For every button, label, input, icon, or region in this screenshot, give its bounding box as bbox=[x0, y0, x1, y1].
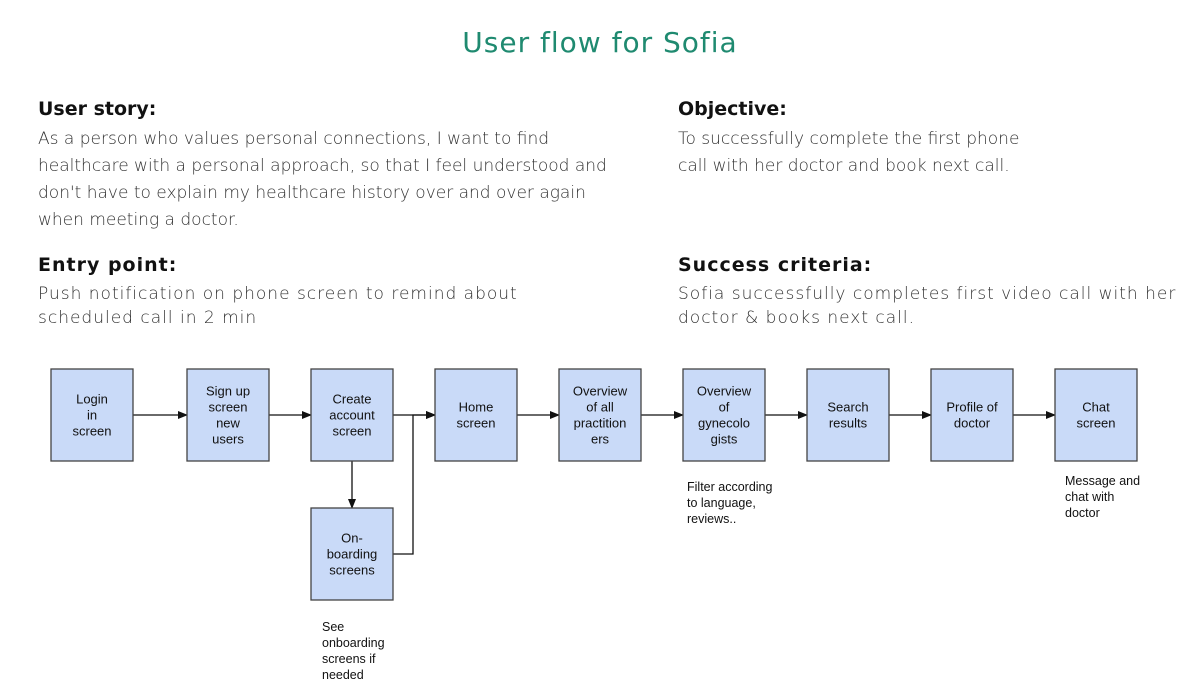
user-story-text: As a person who values personal connecti… bbox=[38, 126, 638, 234]
success-criteria-heading: Success criteria: bbox=[678, 254, 873, 276]
flow-node-label: Chat bbox=[1082, 400, 1110, 415]
flow-node-label: Login bbox=[76, 392, 108, 407]
flow-node-label: Overview bbox=[697, 384, 752, 399]
objective-section: Objective: To successfully complete the … bbox=[678, 98, 1048, 180]
flow-note-line: Filter according bbox=[687, 480, 772, 494]
entry-point-line: Push notification on phone screen to rem… bbox=[38, 284, 518, 304]
flow-node-label: new bbox=[216, 416, 240, 431]
flow-node-box bbox=[1054, 368, 1138, 462]
user-story-line: don't have to explain my healthcare hist… bbox=[38, 183, 586, 203]
flow-arrow-onboarding-to-home bbox=[393, 411, 436, 555]
user-story-heading: User story: bbox=[38, 98, 157, 120]
objective-line: To successfully complete the first phone bbox=[678, 129, 1020, 149]
flow-node-box bbox=[310, 507, 394, 601]
success-criteria-text: Sofia successfully completes first video… bbox=[678, 282, 1198, 330]
objective-heading: Objective: bbox=[678, 98, 787, 120]
flow-node-label: of bbox=[719, 400, 730, 415]
user-story-section: User story: As a person who values perso… bbox=[38, 98, 638, 234]
flow-node-label: gists bbox=[711, 432, 738, 447]
flow-node-label: On- bbox=[341, 531, 363, 546]
entry-point-heading: Entry point: bbox=[38, 254, 178, 276]
success-criteria-line: Sofia successfully completes first video… bbox=[678, 284, 1177, 304]
flow-node-label: Create bbox=[332, 392, 371, 407]
flow-note-line: onboarding bbox=[322, 636, 385, 650]
onboarding-note: See onboarding screens if needed bbox=[322, 620, 385, 682]
success-criteria-line: doctor & books next call. bbox=[678, 308, 916, 328]
entry-point-line: scheduled call in 2 min bbox=[38, 308, 258, 328]
flow-node-box bbox=[558, 368, 642, 462]
flow-note-line: chat with bbox=[1065, 490, 1114, 504]
page-title: User flow for Sofia bbox=[462, 26, 738, 59]
filter-note: Filter according to language, reviews.. bbox=[687, 480, 772, 526]
flow-node-box bbox=[930, 368, 1014, 462]
objective-text: To successfully complete the first phone… bbox=[678, 126, 1048, 180]
flow-note-line: needed bbox=[322, 668, 364, 682]
flow-note-line: See bbox=[322, 620, 344, 634]
flow-node-box bbox=[50, 368, 134, 462]
flow-node-label: account bbox=[329, 408, 375, 423]
flow-node-box bbox=[682, 368, 766, 462]
flow-node-label: screen bbox=[332, 424, 371, 439]
flow-note-line: Message and bbox=[1065, 474, 1140, 488]
flow-node-label: ers bbox=[591, 432, 610, 447]
flow-node-label: users bbox=[212, 432, 244, 447]
flow-note-line: reviews.. bbox=[687, 512, 736, 526]
user-story-line: when meeting a doctor. bbox=[38, 210, 239, 230]
flow-node-label: screen bbox=[1076, 416, 1115, 431]
flow-node-label: Profile of bbox=[946, 400, 998, 415]
flow-note-line: screens if bbox=[322, 652, 376, 666]
entry-point-text: Push notification on phone screen to rem… bbox=[38, 282, 558, 330]
flow-node-label: doctor bbox=[954, 416, 991, 431]
flow-node-label: of all bbox=[586, 400, 614, 415]
flow-node-label: boarding bbox=[327, 547, 378, 562]
chat-note: Message and chat with doctor bbox=[1065, 474, 1140, 520]
flow-node-label: screen bbox=[456, 416, 495, 431]
flow-node-label: Overview bbox=[573, 384, 628, 399]
flow-node-label: gynecolo bbox=[698, 416, 750, 431]
flow-node-label: screen bbox=[72, 424, 111, 439]
flow-node-label: practition bbox=[574, 416, 627, 431]
user-story-line: healthcare with a personal approach, so … bbox=[38, 156, 607, 176]
flow-node-box bbox=[806, 368, 890, 462]
flow-node-box bbox=[310, 368, 394, 462]
entry-point-section: Entry point: Push notification on phone … bbox=[38, 254, 558, 330]
flow-node-label: Home bbox=[459, 400, 494, 415]
flow-note-line: doctor bbox=[1065, 506, 1100, 520]
flow-node-label: Sign up bbox=[206, 384, 250, 399]
flow-node-box bbox=[186, 368, 270, 462]
success-criteria-section: Success criteria: Sofia successfully com… bbox=[678, 254, 1198, 330]
flow-note-line: to language, bbox=[687, 496, 756, 510]
user-story-line: As a person who values personal connecti… bbox=[38, 129, 550, 149]
flow-node-box bbox=[434, 368, 518, 462]
flow-node-label: screen bbox=[208, 400, 247, 415]
objective-line: call with her doctor and book next call. bbox=[678, 156, 1010, 176]
flow-node-label: screens bbox=[329, 563, 375, 578]
flow-node-label: results bbox=[829, 416, 868, 431]
flow-node-label: in bbox=[87, 408, 97, 423]
flow-node-label: Search bbox=[827, 400, 868, 415]
